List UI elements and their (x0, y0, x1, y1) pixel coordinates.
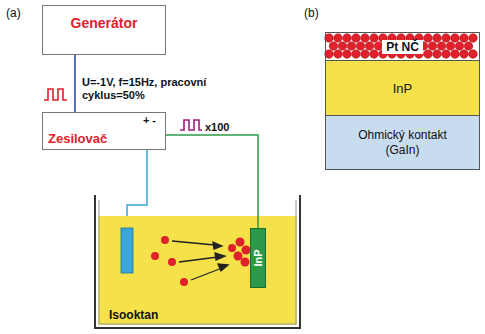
motion-arrows (172, 241, 228, 280)
node-text: Zesilovač (48, 131, 107, 146)
ohmic-contact-layer: Ohmický kontakt (GaIn) (325, 115, 480, 170)
label-anchor: x100 (205, 117, 229, 135)
liquid (98, 216, 297, 325)
node-text: Generátor (71, 15, 138, 31)
generator-box: Generátor (42, 5, 166, 55)
panel-label: (b) (304, 6, 319, 20)
node-text: InP (393, 81, 413, 96)
wire (74, 55, 76, 112)
label-anchor: (b) (304, 3, 319, 21)
inp-layer: InP (325, 60, 480, 115)
wire (166, 135, 258, 228)
node-text: Ohmický kontakt (GaIn) (350, 128, 455, 158)
pt-nanoparticles (325, 34, 478, 59)
beaker-inner-wall (99, 200, 296, 324)
pt-layer-ground (325, 32, 480, 60)
label-anchor: (a) (6, 3, 21, 21)
panel-label: (a) (6, 6, 21, 20)
beaker-outline (95, 195, 300, 328)
amplifier-box: Zesilovač +- (42, 112, 166, 150)
inp-electrode: InP (250, 228, 266, 288)
signal-label: U=-1V, f=15Hz, pracovní cyklus=50% (82, 76, 214, 102)
node-text: InP (252, 249, 264, 266)
counter-electrode (121, 228, 133, 273)
beaker: Isooktan InP (95, 195, 301, 328)
node-text: Isooktan (109, 308, 158, 322)
pulse-symbol (44, 89, 67, 100)
nanoparticles (151, 236, 251, 286)
node-text: Pt NČ (382, 40, 423, 54)
pt-layer: Pt NČ (325, 32, 480, 60)
terminal-label: +- (143, 114, 159, 126)
gain-label: x100 (205, 121, 229, 133)
label-anchor: U=-1V, f=15Hz, pracovní cyklus=50% (82, 76, 214, 102)
pulse-symbol (180, 120, 202, 130)
